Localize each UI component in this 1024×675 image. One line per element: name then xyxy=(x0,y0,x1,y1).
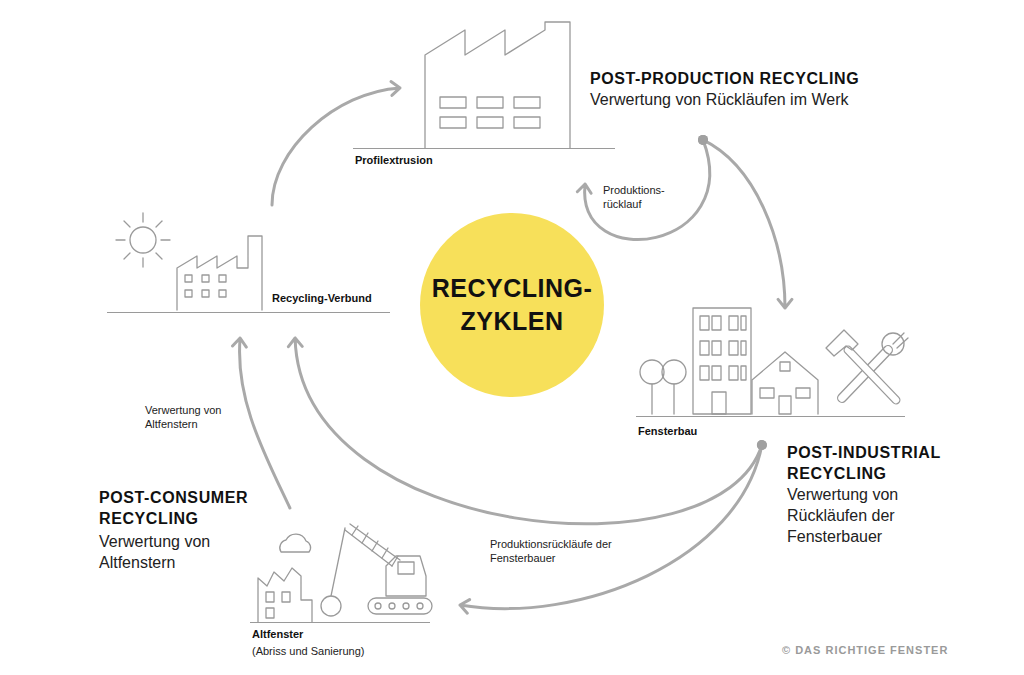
flow-arrow xyxy=(272,82,400,205)
ground-line xyxy=(636,416,905,417)
node-label: Fensterbau xyxy=(638,425,697,438)
branch-dot xyxy=(757,440,767,450)
cloud-icon xyxy=(280,534,311,552)
edge-label: Produktionsrückläufe der Fensterbauer xyxy=(490,537,630,565)
section-heading: POST-INDUSTRIAL RECYCLING xyxy=(787,442,987,484)
node-label: Altfenster xyxy=(252,628,303,641)
wrecking-crane-icon xyxy=(321,524,432,616)
flow-arrow xyxy=(577,140,709,240)
section-description: Verwertung von Altfenstern xyxy=(99,531,239,573)
circle-fill xyxy=(420,213,604,397)
branch-dot xyxy=(698,135,708,145)
branch-dot xyxy=(698,135,708,145)
recycling-plant-node: Recycling-Verbund xyxy=(107,205,395,338)
old-windows-node: Altfenster (Abriss und Sanierung) xyxy=(250,508,460,662)
flow-arrow xyxy=(460,445,762,613)
window-fabrication-node: Fensterbau xyxy=(636,308,905,445)
trees-icon xyxy=(640,360,686,414)
section-description: Verwertung von Rückläufen der Fensterbau… xyxy=(787,484,922,547)
copyright-note: © DAS RICHTIGE FENSTER xyxy=(782,644,948,656)
section-description: Verwertung von Rückläufen im Werk xyxy=(590,89,848,110)
section-heading: POST-CONSUMER RECYCLING xyxy=(99,487,279,529)
node-label: Recycling-Verbund xyxy=(272,292,372,305)
edge-label: Produktions- rücklauf xyxy=(603,183,683,211)
factory-icon xyxy=(425,22,570,148)
node-sublabel: (Abriss und Sanierung) xyxy=(252,645,365,658)
node-label: Profilextrusion xyxy=(355,154,433,167)
edge-label: Verwertung von Altfenstern xyxy=(145,403,240,431)
tools-icon xyxy=(826,330,908,400)
recycling-factory-icon xyxy=(177,236,262,310)
ruin-icon xyxy=(258,568,312,622)
sun-icon xyxy=(116,213,170,267)
apartment-building-icon xyxy=(693,308,751,414)
section-heading: POST-PRODUCTION RECYCLING xyxy=(590,68,859,89)
flow-arrow xyxy=(703,140,792,308)
ground-line xyxy=(250,622,430,623)
ground-line xyxy=(107,312,390,313)
flow-arrow xyxy=(288,338,762,524)
ground-line xyxy=(353,148,615,149)
center-title: RECYCLING- ZYKLEN xyxy=(427,272,597,338)
flow-arrow xyxy=(233,338,290,508)
center-circle: RECYCLING- ZYKLEN xyxy=(420,213,604,397)
branch-dot xyxy=(757,440,767,450)
house-icon xyxy=(752,352,818,414)
circle-shape xyxy=(420,213,604,397)
